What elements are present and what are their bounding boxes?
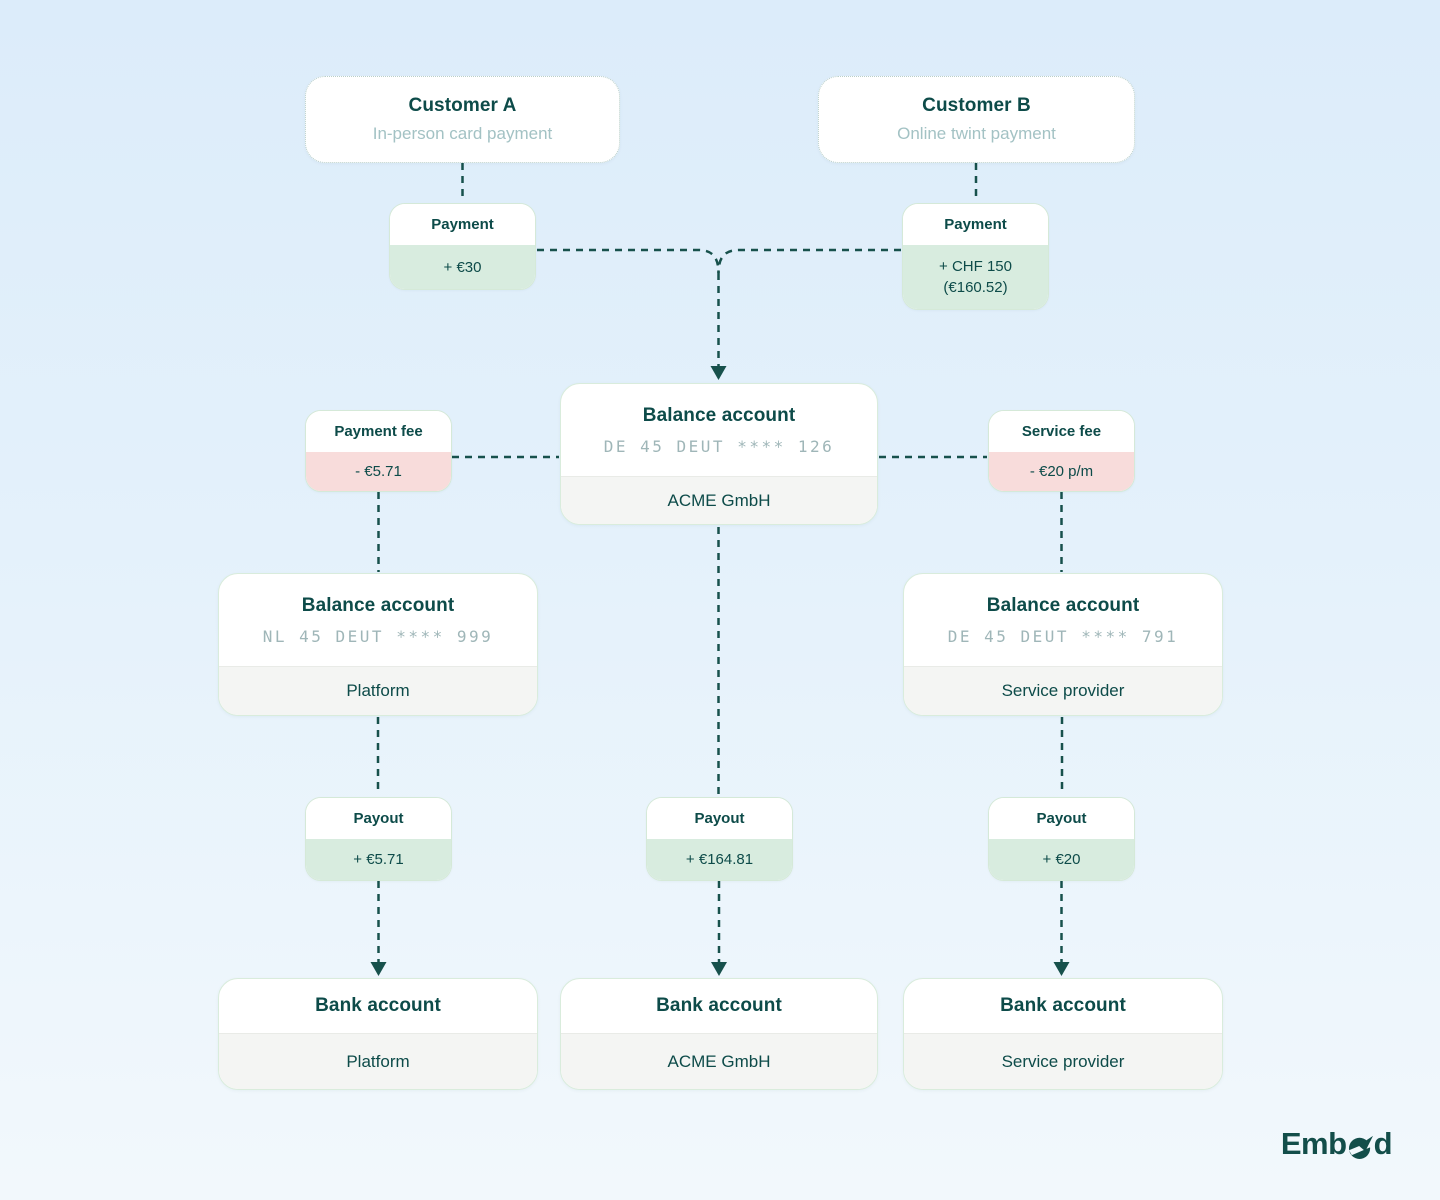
connector-payment-a-junction: [537, 248, 720, 274]
payment-a-label: Payment: [390, 204, 535, 245]
bank-acme-owner: ACME GmbH: [561, 1033, 877, 1089]
payment-fee-amount: - €5.71: [306, 452, 451, 491]
balance-service-iban: DE 45 DEUT **** 791: [947, 626, 1179, 646]
arrow-down-icon: [1053, 962, 1070, 976]
payout-platform-amount: + €5.71: [306, 839, 451, 880]
embed-logo-text-suffix: d: [1373, 1126, 1393, 1161]
embed-logo-text-prefix: Emb: [1280, 1126, 1347, 1161]
payment-b-label: Payment: [903, 204, 1048, 245]
bank-platform-title: Bank account: [315, 995, 441, 1016]
node-customer-a: Customer A In-person card payment: [305, 76, 620, 163]
service-fee-amount: - €20 p/m: [989, 452, 1134, 491]
balance-acme-iban: DE 45 DEUT **** 126: [603, 436, 835, 456]
balance-platform-iban: NL 45 DEUT **** 999: [262, 626, 494, 646]
payout-service-amount: + €20: [989, 839, 1134, 880]
payment-a-amount: + €30: [390, 245, 535, 289]
payout-platform-label: Payout: [306, 798, 451, 839]
bank-platform-owner: Platform: [219, 1033, 537, 1089]
node-customer-b: Customer B Online twint payment: [818, 76, 1135, 163]
badge-payout-platform: Payout + €5.71: [305, 797, 452, 881]
badge-payout-service: Payout + €20: [988, 797, 1135, 881]
customer-a-subtitle: In-person card payment: [372, 124, 553, 143]
balance-acme-owner: ACME GmbH: [561, 476, 877, 524]
badge-payment-b: Payment + CHF 150 (€160.52): [902, 203, 1049, 310]
embed-logo-e-icon: [1349, 1135, 1374, 1159]
payout-service-label: Payout: [989, 798, 1134, 839]
service-fee-label: Service fee: [989, 411, 1134, 452]
balance-service-owner: Service provider: [904, 666, 1222, 715]
node-balance-account-service: Balance account DE 45 DEUT **** 791 Serv…: [903, 573, 1223, 716]
node-balance-account-platform: Balance account NL 45 DEUT **** 999 Plat…: [218, 573, 538, 716]
node-bank-account-service: Bank account Service provider: [903, 978, 1223, 1090]
payment-b-amount-converted: (€160.52): [943, 279, 1008, 296]
connector-payment-b-junction: [717, 248, 901, 274]
balance-acme-title: Balance account: [642, 404, 796, 426]
payment-b-amount: + CHF 150 (€160.52): [903, 245, 1048, 309]
badge-payment-a: Payment + €30: [389, 203, 536, 290]
customer-a-title: Customer A: [408, 95, 517, 116]
arrow-down-icon: [370, 962, 387, 976]
balance-service-title: Balance account: [986, 594, 1140, 616]
node-bank-account-acme: Bank account ACME GmbH: [560, 978, 878, 1090]
bank-service-owner: Service provider: [904, 1033, 1222, 1089]
customer-b-subtitle: Online twint payment: [897, 124, 1056, 143]
balance-platform-owner: Platform: [219, 666, 537, 715]
arrow-down-icon: [710, 366, 727, 380]
payout-acme-amount: + €164.81: [647, 839, 792, 880]
badge-service-fee: Service fee - €20 p/m: [988, 410, 1135, 492]
bank-acme-title: Bank account: [656, 995, 782, 1016]
node-balance-account-acme: Balance account DE 45 DEUT **** 126 ACME…: [560, 383, 878, 525]
badge-payment-fee: Payment fee - €5.71: [305, 410, 452, 492]
payment-fee-label: Payment fee: [306, 411, 451, 452]
customer-b-title: Customer B: [922, 95, 1031, 116]
embed-logo: Emb d: [1280, 1126, 1393, 1162]
badge-payout-acme: Payout + €164.81: [646, 797, 793, 881]
payout-acme-label: Payout: [647, 798, 792, 839]
balance-platform-title: Balance account: [301, 594, 455, 616]
bank-service-title: Bank account: [1000, 995, 1126, 1016]
node-bank-account-platform: Bank account Platform: [218, 978, 538, 1090]
arrow-down-icon: [711, 962, 727, 976]
